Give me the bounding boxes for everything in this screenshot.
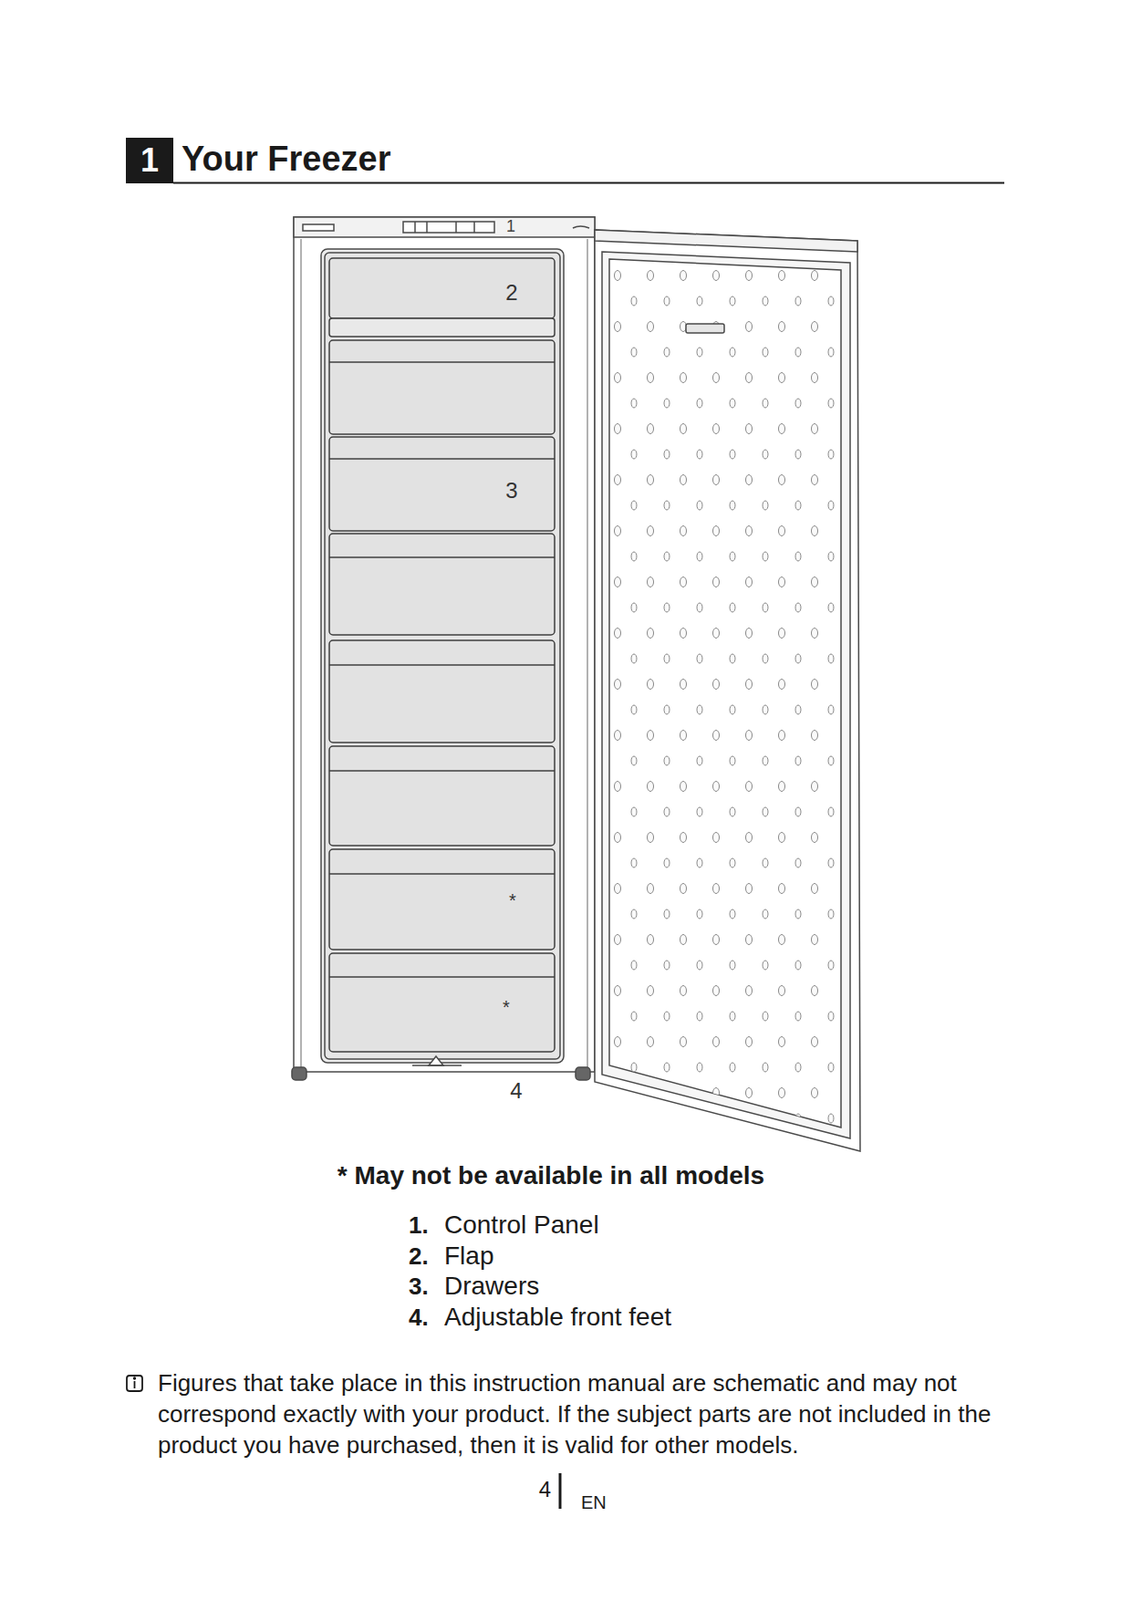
- callout-mark: *: [502, 996, 510, 1018]
- heading-rule: [173, 182, 1005, 185]
- part-name: Control Panel: [444, 1210, 600, 1240]
- callout-number: 4: [509, 1078, 522, 1104]
- list-number: 4.: [408, 1304, 429, 1332]
- part-name: Drawers: [444, 1271, 540, 1301]
- list-number: 1.: [408, 1212, 429, 1240]
- page-number: 4: [539, 1476, 551, 1503]
- callout-mark: *: [508, 890, 517, 912]
- section-number: 1: [140, 141, 159, 179]
- footer-separator: [559, 1473, 562, 1509]
- callout-number: 3: [505, 477, 518, 504]
- manual-note: Figures that take place in this instruct…: [157, 1367, 1070, 1461]
- drawers: [329, 258, 555, 1052]
- cabinet: [291, 217, 595, 1081]
- availability-note: * May not be available in all models: [337, 1161, 765, 1191]
- callout-number: 2: [505, 280, 518, 306]
- list-number: 2.: [408, 1243, 429, 1271]
- language-code: EN: [581, 1492, 607, 1514]
- callout-number: 1: [506, 217, 516, 237]
- list-number: 3.: [408, 1273, 429, 1301]
- door: [594, 229, 861, 1152]
- section-box: [125, 137, 174, 184]
- part-name: Flap: [444, 1241, 494, 1271]
- info-icon: [126, 1375, 143, 1392]
- part-name: Adjustable front feet: [444, 1302, 672, 1332]
- page-title: Your Freezer: [181, 139, 391, 180]
